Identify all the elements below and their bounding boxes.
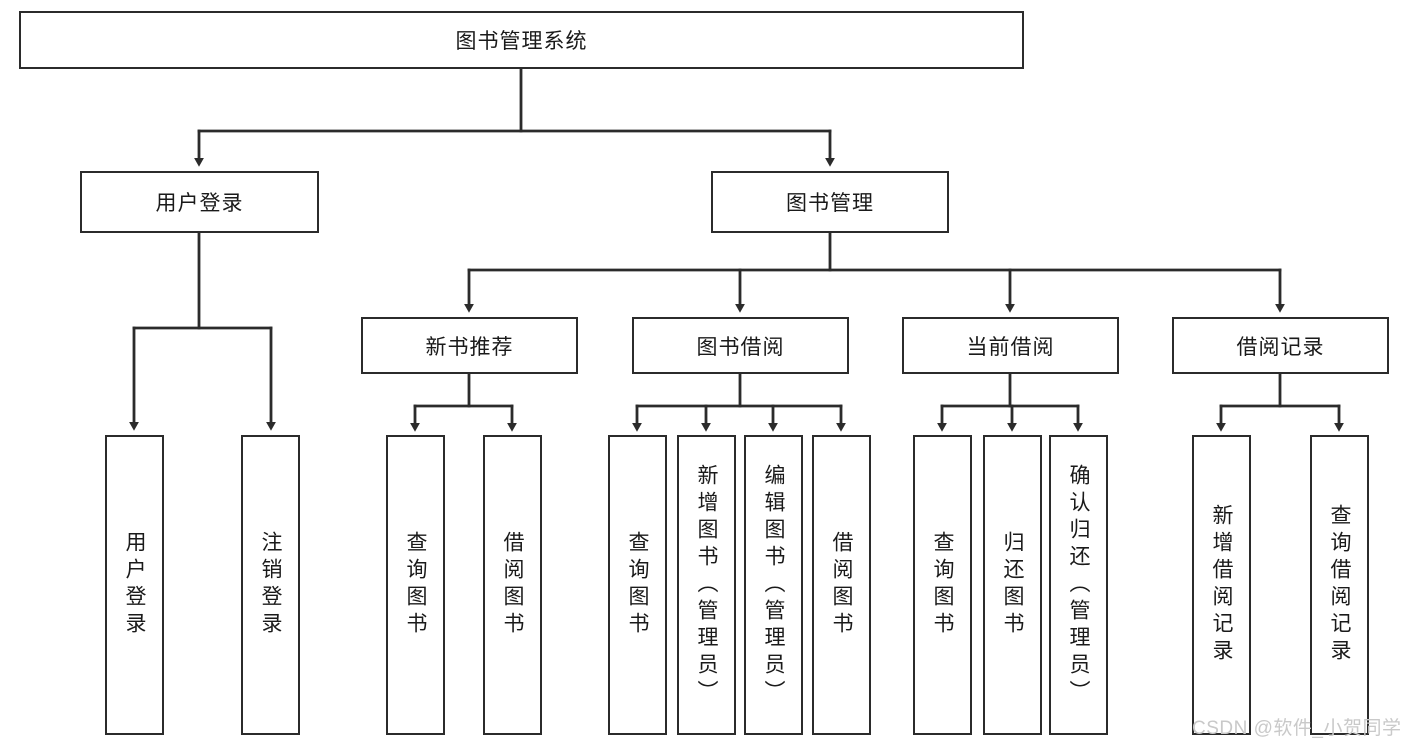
node-user-login-label: 用户登录	[155, 192, 244, 215]
node-leaf-query-book-current-label: 查询图书	[931, 531, 954, 639]
node-borrow-records-label: 借阅记录	[1236, 335, 1325, 359]
node-leaf-borrow-book[interactable]: 借阅图书	[812, 435, 871, 735]
node-book-borrow-label: 图书借阅	[696, 335, 785, 359]
node-leaf-user-logout-label: 注销登录	[259, 531, 282, 639]
node-leaf-query-book-borrow[interactable]: 查询图书	[608, 435, 667, 735]
node-leaf-query-book-borrow-label: 查询图书	[626, 531, 649, 639]
node-leaf-edit-book-admin-label: 编辑图书（管理员）	[762, 463, 785, 707]
node-leaf-return-book[interactable]: 归还图书	[983, 435, 1042, 735]
node-leaf-borrow-book-recommend[interactable]: 借阅图书	[483, 435, 542, 735]
node-leaf-query-book-recommend[interactable]: 查询图书	[386, 435, 445, 735]
node-borrow-records[interactable]: 借阅记录	[1172, 317, 1389, 374]
node-leaf-query-book-current[interactable]: 查询图书	[913, 435, 972, 735]
node-leaf-user-login[interactable]: 用户登录	[105, 435, 164, 735]
node-new-book-recommend[interactable]: 新书推荐	[361, 317, 578, 374]
node-leaf-return-book-label: 归还图书	[1001, 531, 1024, 639]
node-user-login[interactable]: 用户登录	[80, 171, 319, 233]
watermark: CSDN @软件_小贺同学	[1192, 718, 1402, 739]
node-leaf-borrow-book-label: 借阅图书	[830, 531, 853, 639]
node-leaf-confirm-return-admin-label: 确认归还（管理员）	[1067, 463, 1090, 707]
node-leaf-query-borrow-record[interactable]: 查询借阅记录	[1310, 435, 1369, 735]
node-leaf-add-book-admin[interactable]: 新增图书（管理员）	[677, 435, 736, 735]
node-root[interactable]: 图书管理系统	[19, 11, 1024, 69]
node-book-management-label: 图书管理	[786, 192, 874, 215]
node-leaf-confirm-return-admin[interactable]: 确认归还（管理员）	[1049, 435, 1108, 735]
node-book-management[interactable]: 图书管理	[711, 171, 949, 233]
node-root-label: 图书管理系统	[455, 30, 588, 53]
node-leaf-add-borrow-record[interactable]: 新增借阅记录	[1192, 435, 1251, 735]
node-current-borrow[interactable]: 当前借阅	[902, 317, 1119, 374]
node-leaf-query-book-recommend-label: 查询图书	[404, 531, 427, 639]
node-leaf-user-logout[interactable]: 注销登录	[241, 435, 300, 735]
node-current-borrow-label: 当前借阅	[966, 335, 1055, 359]
node-leaf-borrow-book-recommend-label: 借阅图书	[501, 531, 524, 639]
node-leaf-add-borrow-record-label: 新增借阅记录	[1210, 504, 1233, 666]
node-book-borrow[interactable]: 图书借阅	[632, 317, 849, 374]
node-new-book-recommend-label: 新书推荐	[425, 335, 514, 359]
node-leaf-edit-book-admin[interactable]: 编辑图书（管理员）	[744, 435, 803, 735]
node-leaf-user-login-label: 用户登录	[123, 531, 146, 639]
node-leaf-add-book-admin-label: 新增图书（管理员）	[695, 463, 718, 707]
node-leaf-query-borrow-record-label: 查询借阅记录	[1328, 504, 1351, 666]
